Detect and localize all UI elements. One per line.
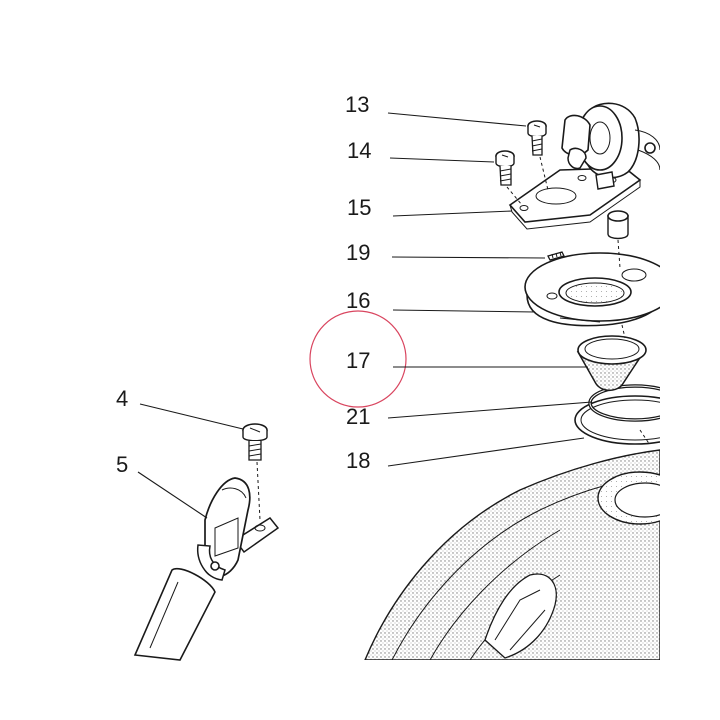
leader-lines	[137, 112, 593, 519]
dowel-pin-19	[547, 251, 565, 261]
callout-14: 14	[347, 138, 371, 163]
o-ring-21	[588, 384, 660, 422]
screw-14	[495, 150, 523, 206]
callout-18: 18	[346, 448, 370, 473]
sleeve-bushing	[607, 210, 629, 269]
callout-4: 4	[116, 386, 128, 411]
latch-buckle-5	[133, 477, 280, 661]
callout-labels: 13 14 15 19 16 17 21 18 4 5	[116, 92, 371, 477]
callout-21: 21	[346, 404, 370, 429]
screw-4	[242, 423, 268, 521]
callout-15: 15	[347, 195, 371, 220]
callout-17: 17	[346, 348, 370, 373]
screw-13	[527, 120, 549, 191]
callout-5: 5	[116, 452, 128, 477]
fuel-tank-body	[364, 449, 660, 660]
callout-19: 19	[346, 240, 370, 265]
highlight-circle	[309, 310, 407, 408]
flange-16	[524, 252, 660, 327]
callout-16: 16	[346, 288, 370, 313]
callout-13: 13	[345, 92, 369, 117]
ring-18	[574, 395, 660, 445]
pump-cap-assembly	[561, 102, 660, 190]
filter-strainer-17	[576, 335, 647, 391]
